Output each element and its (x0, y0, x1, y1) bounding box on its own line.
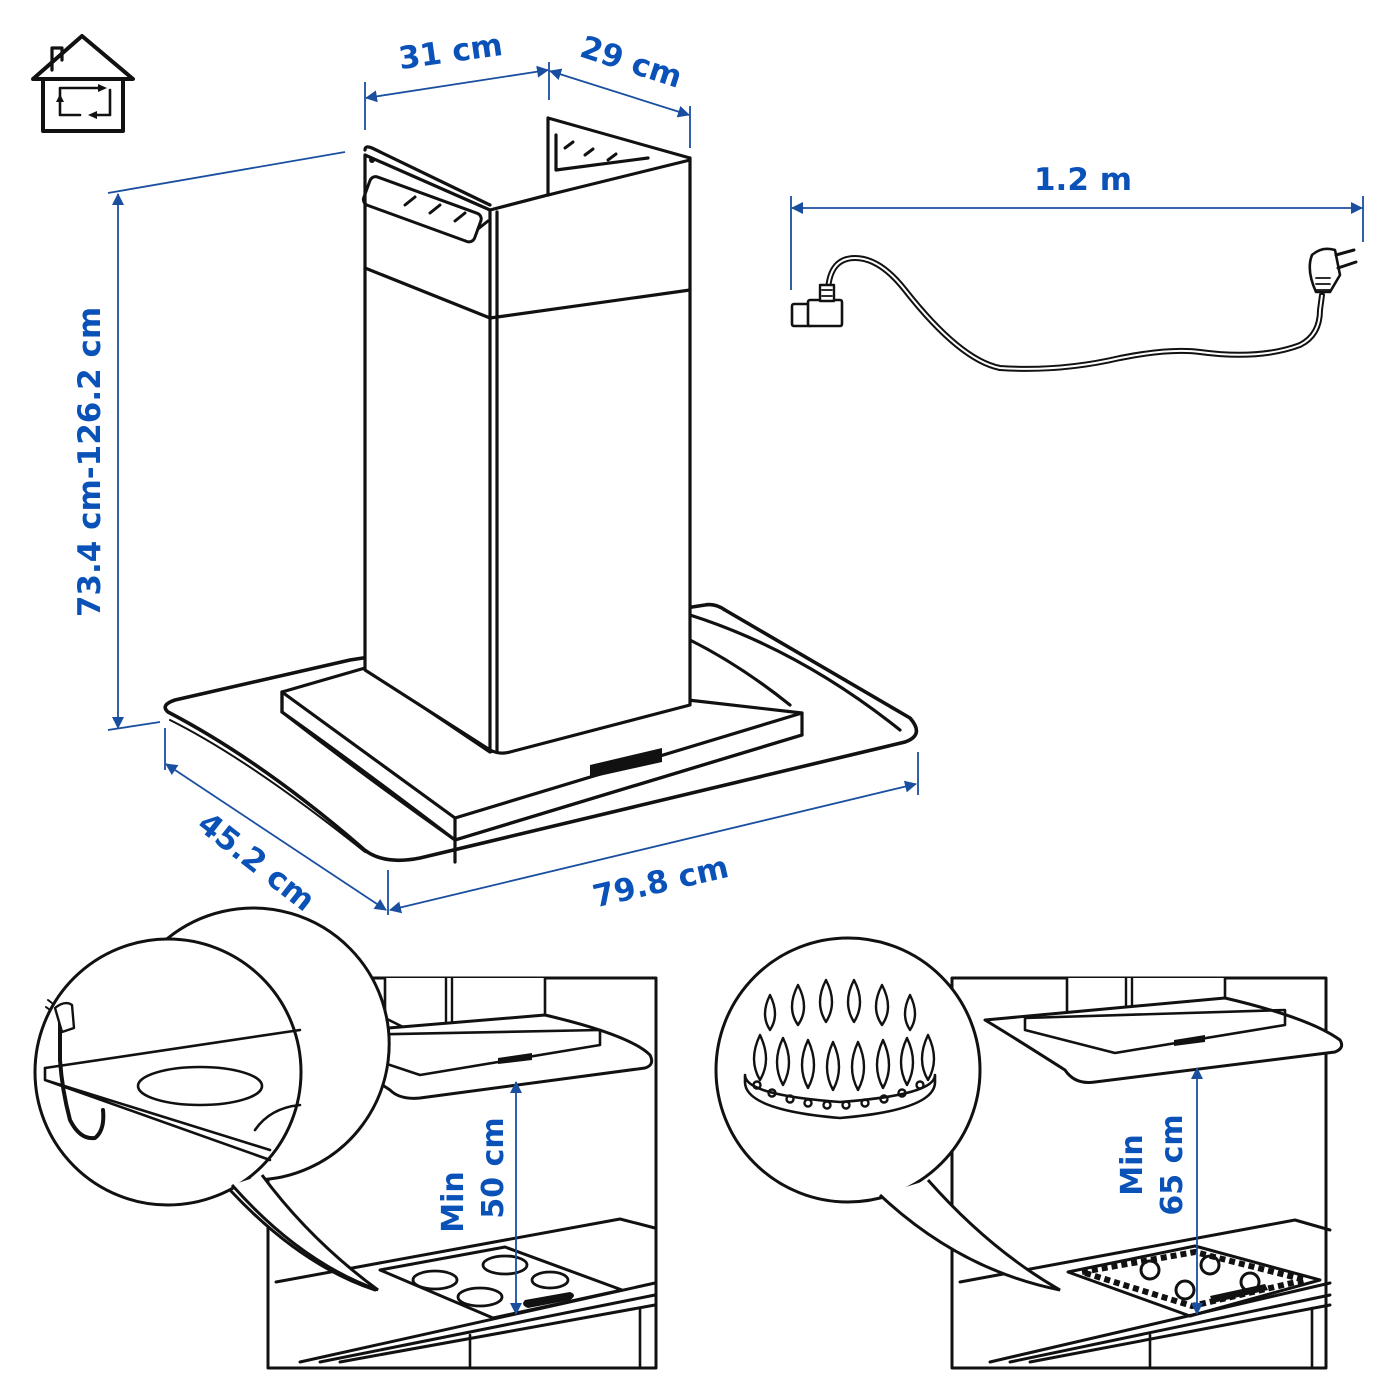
cord-length-label: 1.2 m (1034, 162, 1132, 198)
min-65-label-line2: 65 cm (1155, 1114, 1190, 1215)
dimension-min-65cm: Min 65 cm (1115, 1067, 1203, 1315)
min-50-label-line1: Min (436, 1171, 471, 1233)
dimension-height: 73.4 cm-126.2 cm (72, 151, 346, 731)
min-65-label-line1: Min (1115, 1134, 1150, 1196)
panel-gas-hob (714, 936, 1344, 1370)
house-recirculation-icon (31, 34, 135, 133)
dimension-cord-length: 1.2 m (790, 162, 1364, 290)
cooker-hood-illustration (163, 116, 919, 864)
chimney-depth-label: 29 cm (576, 29, 687, 96)
chimney-width-label: 31 cm (396, 27, 505, 77)
power-cord-illustration (790, 247, 1358, 372)
min-50-label-line2: 50 cm (476, 1117, 511, 1218)
gas-burner-flame-icon (743, 978, 937, 1120)
panel-electric-hob (33, 906, 658, 1370)
height-range-label: 73.4 cm-126.2 cm (72, 307, 108, 617)
canopy-width-label: 79.8 cm (589, 849, 732, 915)
dimension-min-50cm: Min 50 cm (436, 1081, 522, 1315)
dimension-chimney-width: 31 cm (364, 27, 550, 130)
canopy-depth-label: 45.2 cm (191, 805, 322, 918)
